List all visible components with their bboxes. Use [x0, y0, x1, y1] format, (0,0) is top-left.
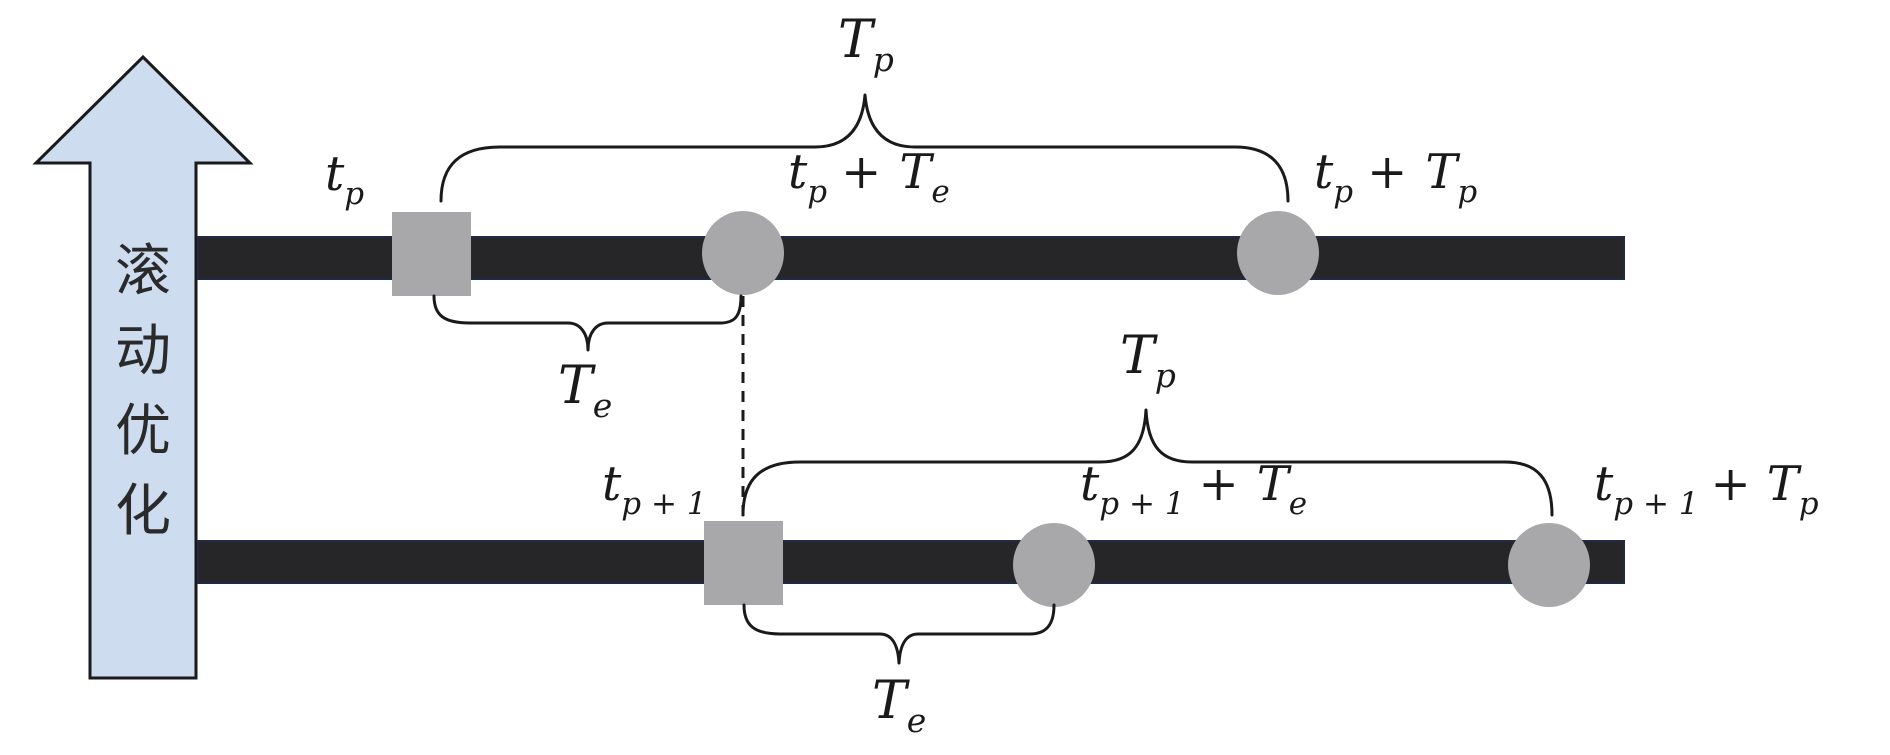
execution-end-label: tp + 1+Te: [1080, 456, 1307, 522]
start-time-label: tp + 1: [602, 456, 707, 522]
arrow-char-3: 优: [115, 399, 171, 464]
prediction-end-label: tp + 1+Tp: [1594, 456, 1819, 522]
circle-marker-icon: [1237, 211, 1319, 295]
execution-brace: [432, 294, 743, 352]
execution-end-label: tp+Te: [788, 144, 950, 210]
prediction-horizon-label: Tp: [1120, 326, 1176, 395]
prediction-end-label: tp+Tp: [1314, 144, 1477, 210]
execution-brace: [742, 603, 1056, 665]
timeline-row-2: tp + 1 tp + 1+Te tp + 1+Tp Tp Te: [197, 326, 1819, 740]
execution-horizon-label: Te: [558, 356, 612, 425]
start-time-label: tp: [325, 146, 364, 212]
arrow-char-2: 动: [115, 319, 171, 384]
rolling-optimization-arrow: 滚 动 优 化: [32, 54, 254, 680]
execution-horizon-label: Te: [872, 671, 926, 740]
period-brace: [439, 93, 1290, 203]
prediction-horizon-label: Tp: [838, 10, 894, 79]
square-marker-icon: [704, 521, 783, 605]
circle-marker-icon: [1508, 523, 1590, 607]
square-marker-icon: [392, 212, 471, 296]
arrow-char-4: 化: [115, 479, 171, 544]
timeline-row-1: tp tp+Te tp+Tp Tp Te: [197, 10, 1625, 425]
period-brace: [741, 408, 1554, 517]
circle-marker-icon: [702, 211, 784, 295]
arrow-shape: [32, 54, 254, 680]
timeline-bar: [197, 540, 1625, 584]
circle-marker-icon: [1013, 523, 1095, 607]
arrow-char-1: 滚: [115, 239, 171, 304]
